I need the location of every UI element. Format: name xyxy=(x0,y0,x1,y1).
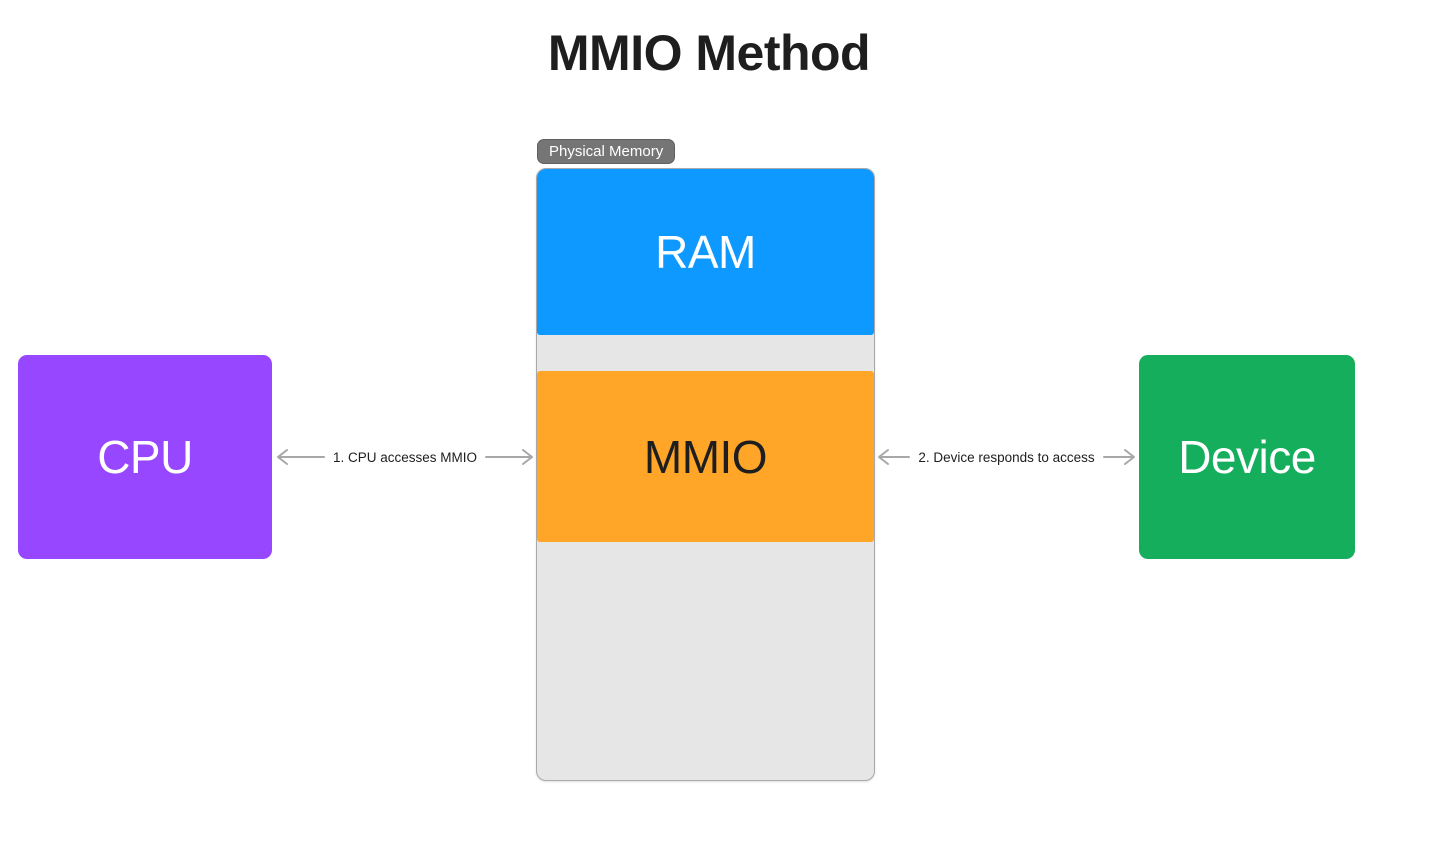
arrow-device-mmio: 2. Device responds to access xyxy=(876,446,1137,468)
mmio-block: MMIO xyxy=(537,371,874,542)
arrow-cpu-mmio: 1. CPU accesses MMIO xyxy=(275,446,535,468)
arrow-shaft xyxy=(485,456,532,458)
arrowhead-right-icon xyxy=(522,449,533,465)
physical-memory-badge: Physical Memory xyxy=(537,139,676,164)
cpu-label: CPU xyxy=(97,431,193,483)
page-title: MMIO Method xyxy=(547,25,871,81)
arrow-label-device-responds: 2. Device responds to access xyxy=(918,449,1095,465)
physical-memory-column: RAM MMIO xyxy=(536,168,875,781)
ram-block: RAM xyxy=(537,169,874,335)
arrowhead-right-icon xyxy=(1124,449,1135,465)
arrow-shaft xyxy=(278,456,325,458)
device-label: Device xyxy=(1178,431,1316,483)
arrow-shaft xyxy=(879,456,911,458)
mmio-label: MMIO xyxy=(643,430,768,483)
cpu-node: CPU xyxy=(18,355,272,559)
arrow-shaft xyxy=(1102,456,1134,458)
ram-label: RAM xyxy=(655,226,756,278)
arrow-label-cpu-accesses-mmio: 1. CPU accesses MMIO xyxy=(332,449,478,465)
device-node: Device xyxy=(1139,355,1355,559)
